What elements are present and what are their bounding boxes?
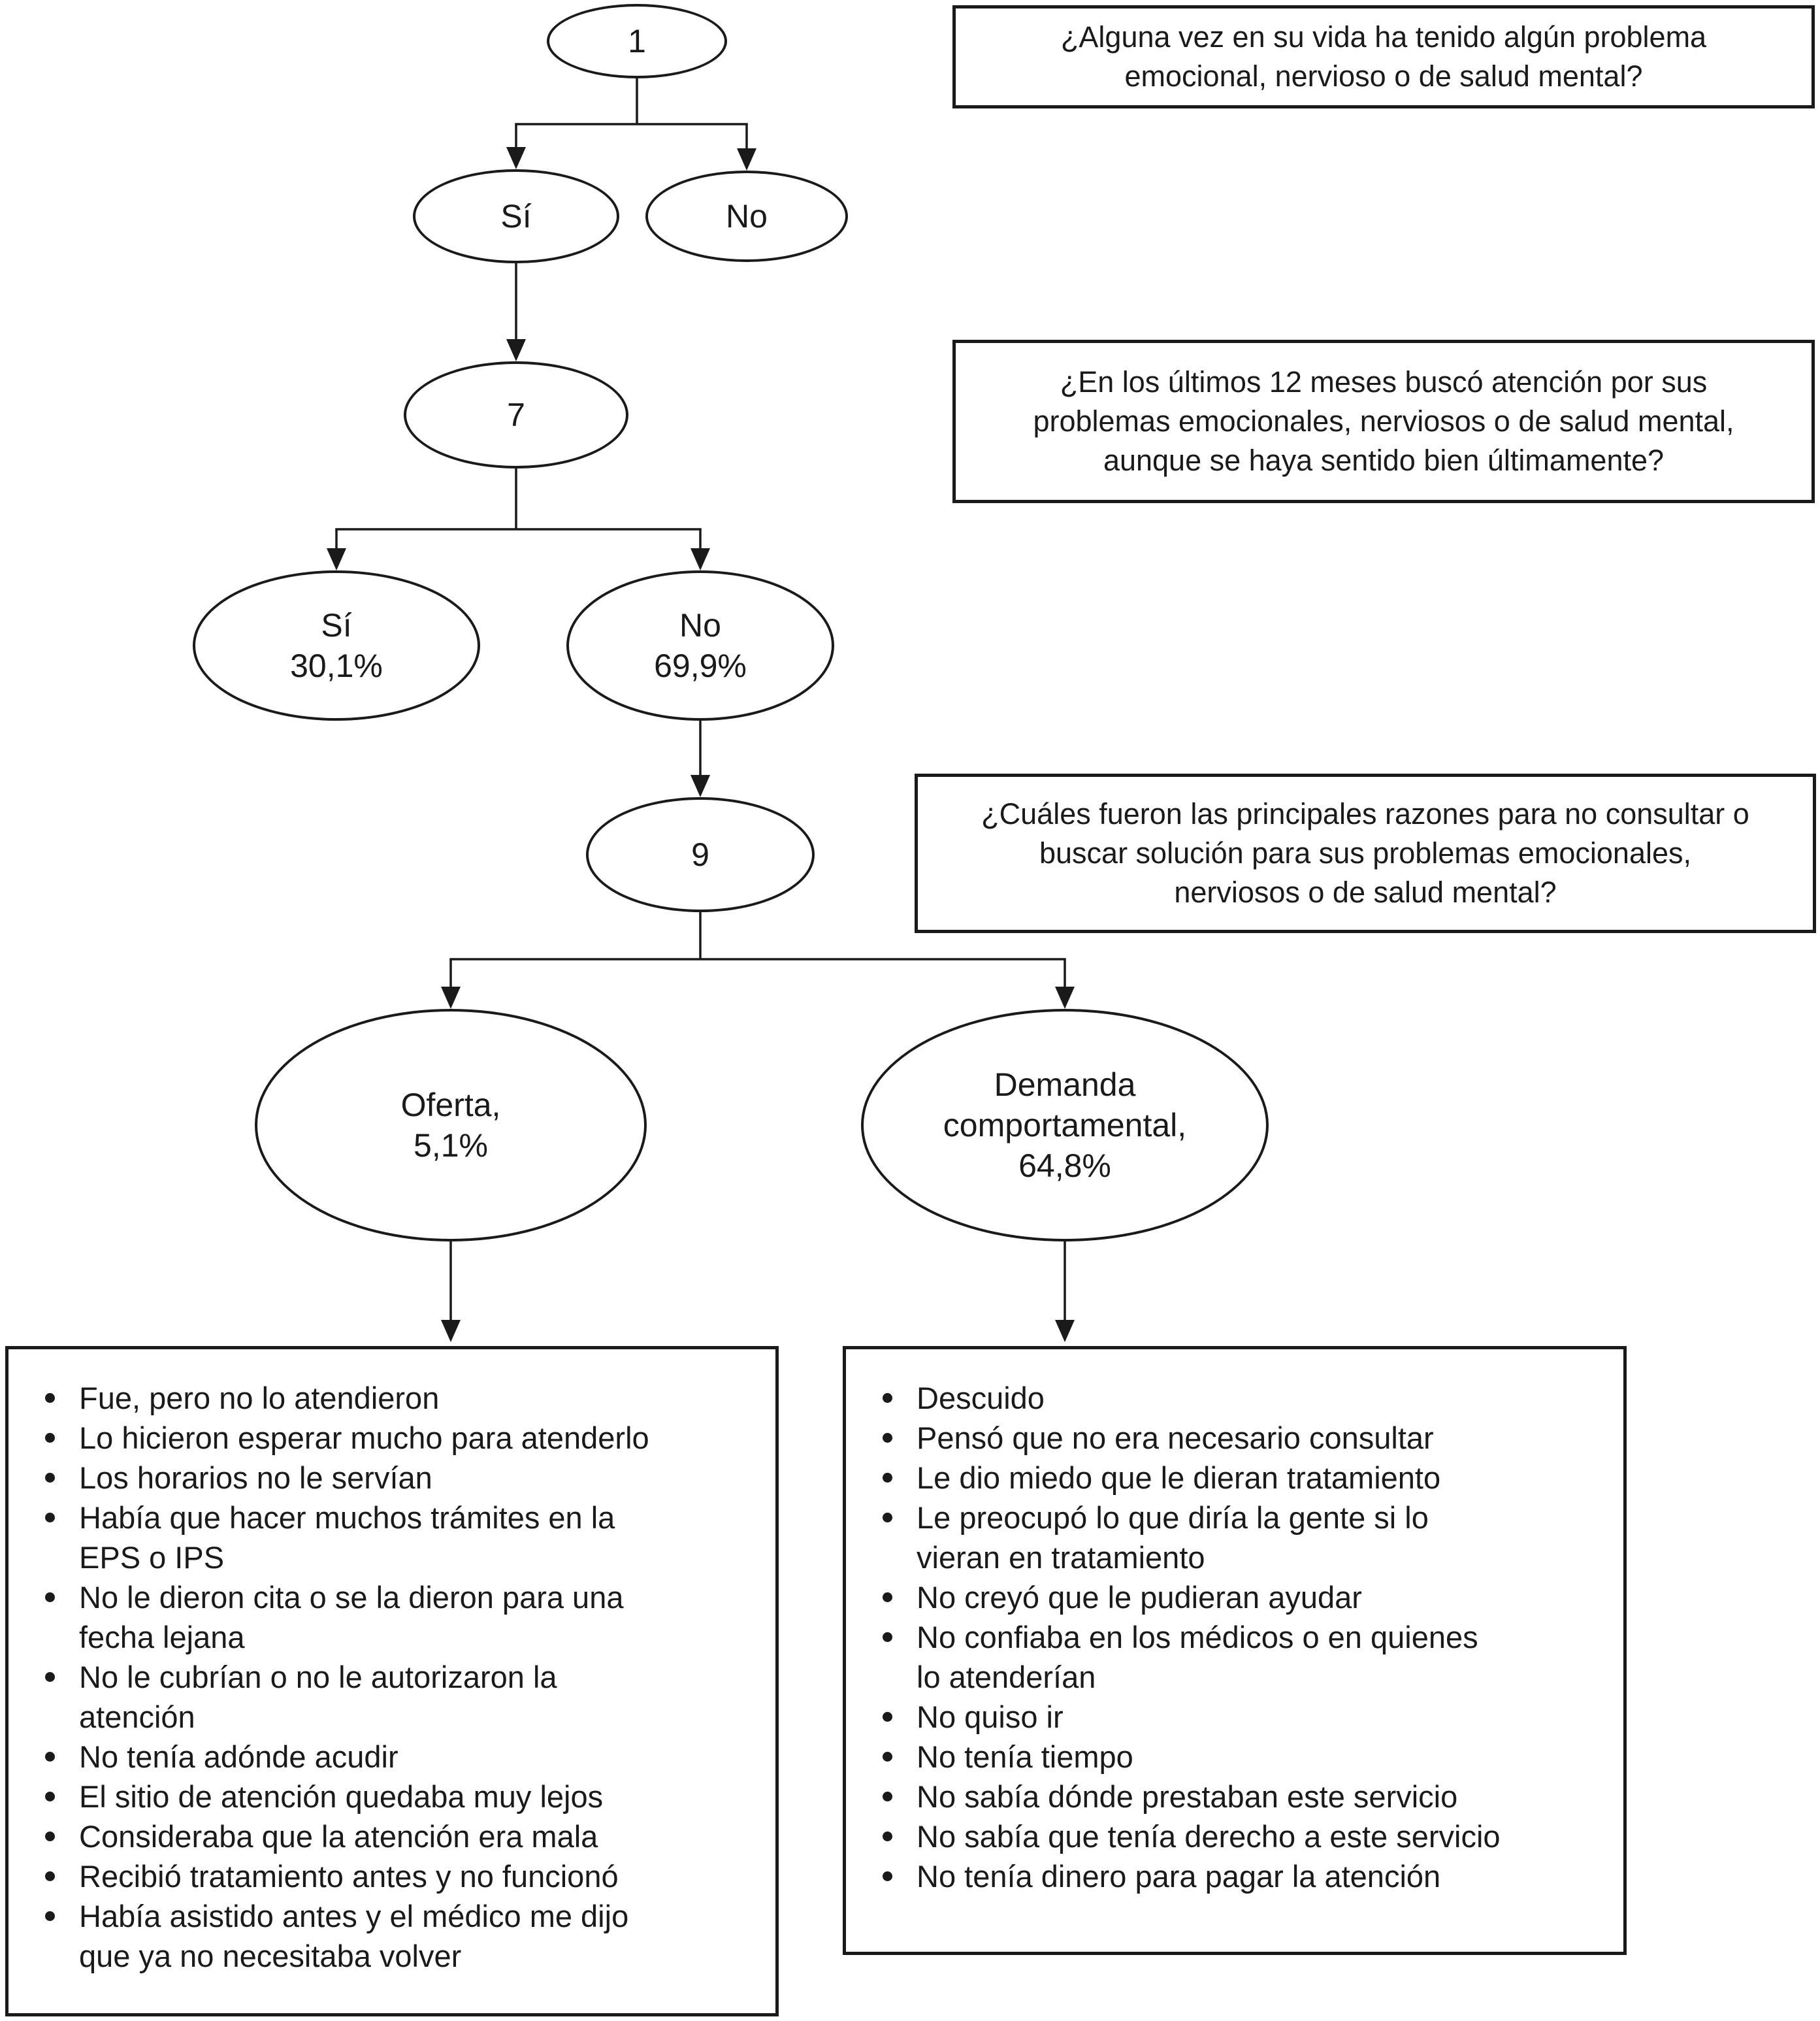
reason-item: Fue, pero no lo atendieron xyxy=(45,1378,756,1418)
node-q7-no: No 69,9% xyxy=(566,570,834,721)
reason-item: Recibió tratamiento antes y no funcionó xyxy=(45,1856,756,1896)
question-box-1: ¿Alguna vez en su vida ha tenido algún p… xyxy=(952,5,1815,108)
node-q7-yes-label: Sí 30,1% xyxy=(290,607,383,684)
node-oferta-label: Oferta, 5,1% xyxy=(400,1087,501,1164)
reason-item: No le cubrían o no le autorizaron la ate… xyxy=(45,1657,756,1737)
node-question-1: 1 xyxy=(547,4,727,78)
reason-item: No tenía dinero para pagar la atención xyxy=(883,1856,1604,1896)
reason-item: Los horarios no le servían xyxy=(45,1458,756,1498)
node-q7-no-label: No 69,9% xyxy=(654,607,747,684)
reason-item: No sabía que tenía derecho a este servic… xyxy=(883,1816,1604,1856)
reason-item: Consideraba que la atención era mala xyxy=(45,1816,756,1856)
node-q1-no: No xyxy=(645,171,848,262)
node-oferta: Oferta, 5,1% xyxy=(255,1009,647,1241)
node-q1-no-label: No xyxy=(726,198,768,235)
reason-item: No sabía dónde prestaban este servicio xyxy=(883,1777,1604,1816)
question-box-9: ¿Cuáles fueron las principales razones p… xyxy=(915,774,1816,933)
question-7-text: ¿En los últimos 12 meses buscó atención … xyxy=(1033,365,1734,477)
reason-item: No tenía adónde acudir xyxy=(45,1737,756,1777)
node-question-7-label: 7 xyxy=(507,397,525,433)
node-demanda-label: Demanda comportamental, 64,8% xyxy=(943,1066,1187,1184)
reason-item: No tenía tiempo xyxy=(883,1737,1604,1777)
node-question-7: 7 xyxy=(404,361,628,468)
node-q7-yes: Sí 30,1% xyxy=(193,570,480,721)
node-question-9-label: 9 xyxy=(691,836,709,873)
reason-item: Pensó que no era necesario consultar xyxy=(883,1418,1604,1458)
reason-item: No quiso ir xyxy=(883,1697,1604,1737)
node-question-1-label: 1 xyxy=(628,23,646,59)
reason-item: Había asistido antes y el médico me dijo… xyxy=(45,1896,756,1976)
reason-item: Había que hacer muchos trámites en la EP… xyxy=(45,1498,756,1577)
reason-item: Lo hicieron esperar mucho para atenderlo xyxy=(45,1418,756,1458)
reason-item: El sitio de atención quedaba muy lejos xyxy=(45,1777,756,1816)
question-1-text: ¿Alguna vez en su vida ha tenido algún p… xyxy=(1060,20,1707,93)
node-q1-yes-label: Sí xyxy=(500,198,532,235)
reason-item: Le preocupó lo que diría la gente si lo … xyxy=(883,1498,1604,1577)
reason-item: Descuido xyxy=(883,1378,1604,1418)
reason-item: No confiaba en los médicos o en quienes … xyxy=(883,1617,1604,1697)
reason-item: No le dieron cita o se la dieron para un… xyxy=(45,1577,756,1657)
node-question-9: 9 xyxy=(586,797,815,912)
question-box-7: ¿En los últimos 12 meses buscó atención … xyxy=(952,340,1815,503)
reason-item: Le dio miedo que le dieran tratamiento xyxy=(883,1458,1604,1498)
node-demanda: Demanda comportamental, 64,8% xyxy=(861,1009,1269,1241)
question-9-text: ¿Cuáles fueron las principales razones p… xyxy=(981,797,1749,909)
reason-item: No creyó que le pudieran ayudar xyxy=(883,1577,1604,1617)
node-q1-yes: Sí xyxy=(413,169,619,263)
